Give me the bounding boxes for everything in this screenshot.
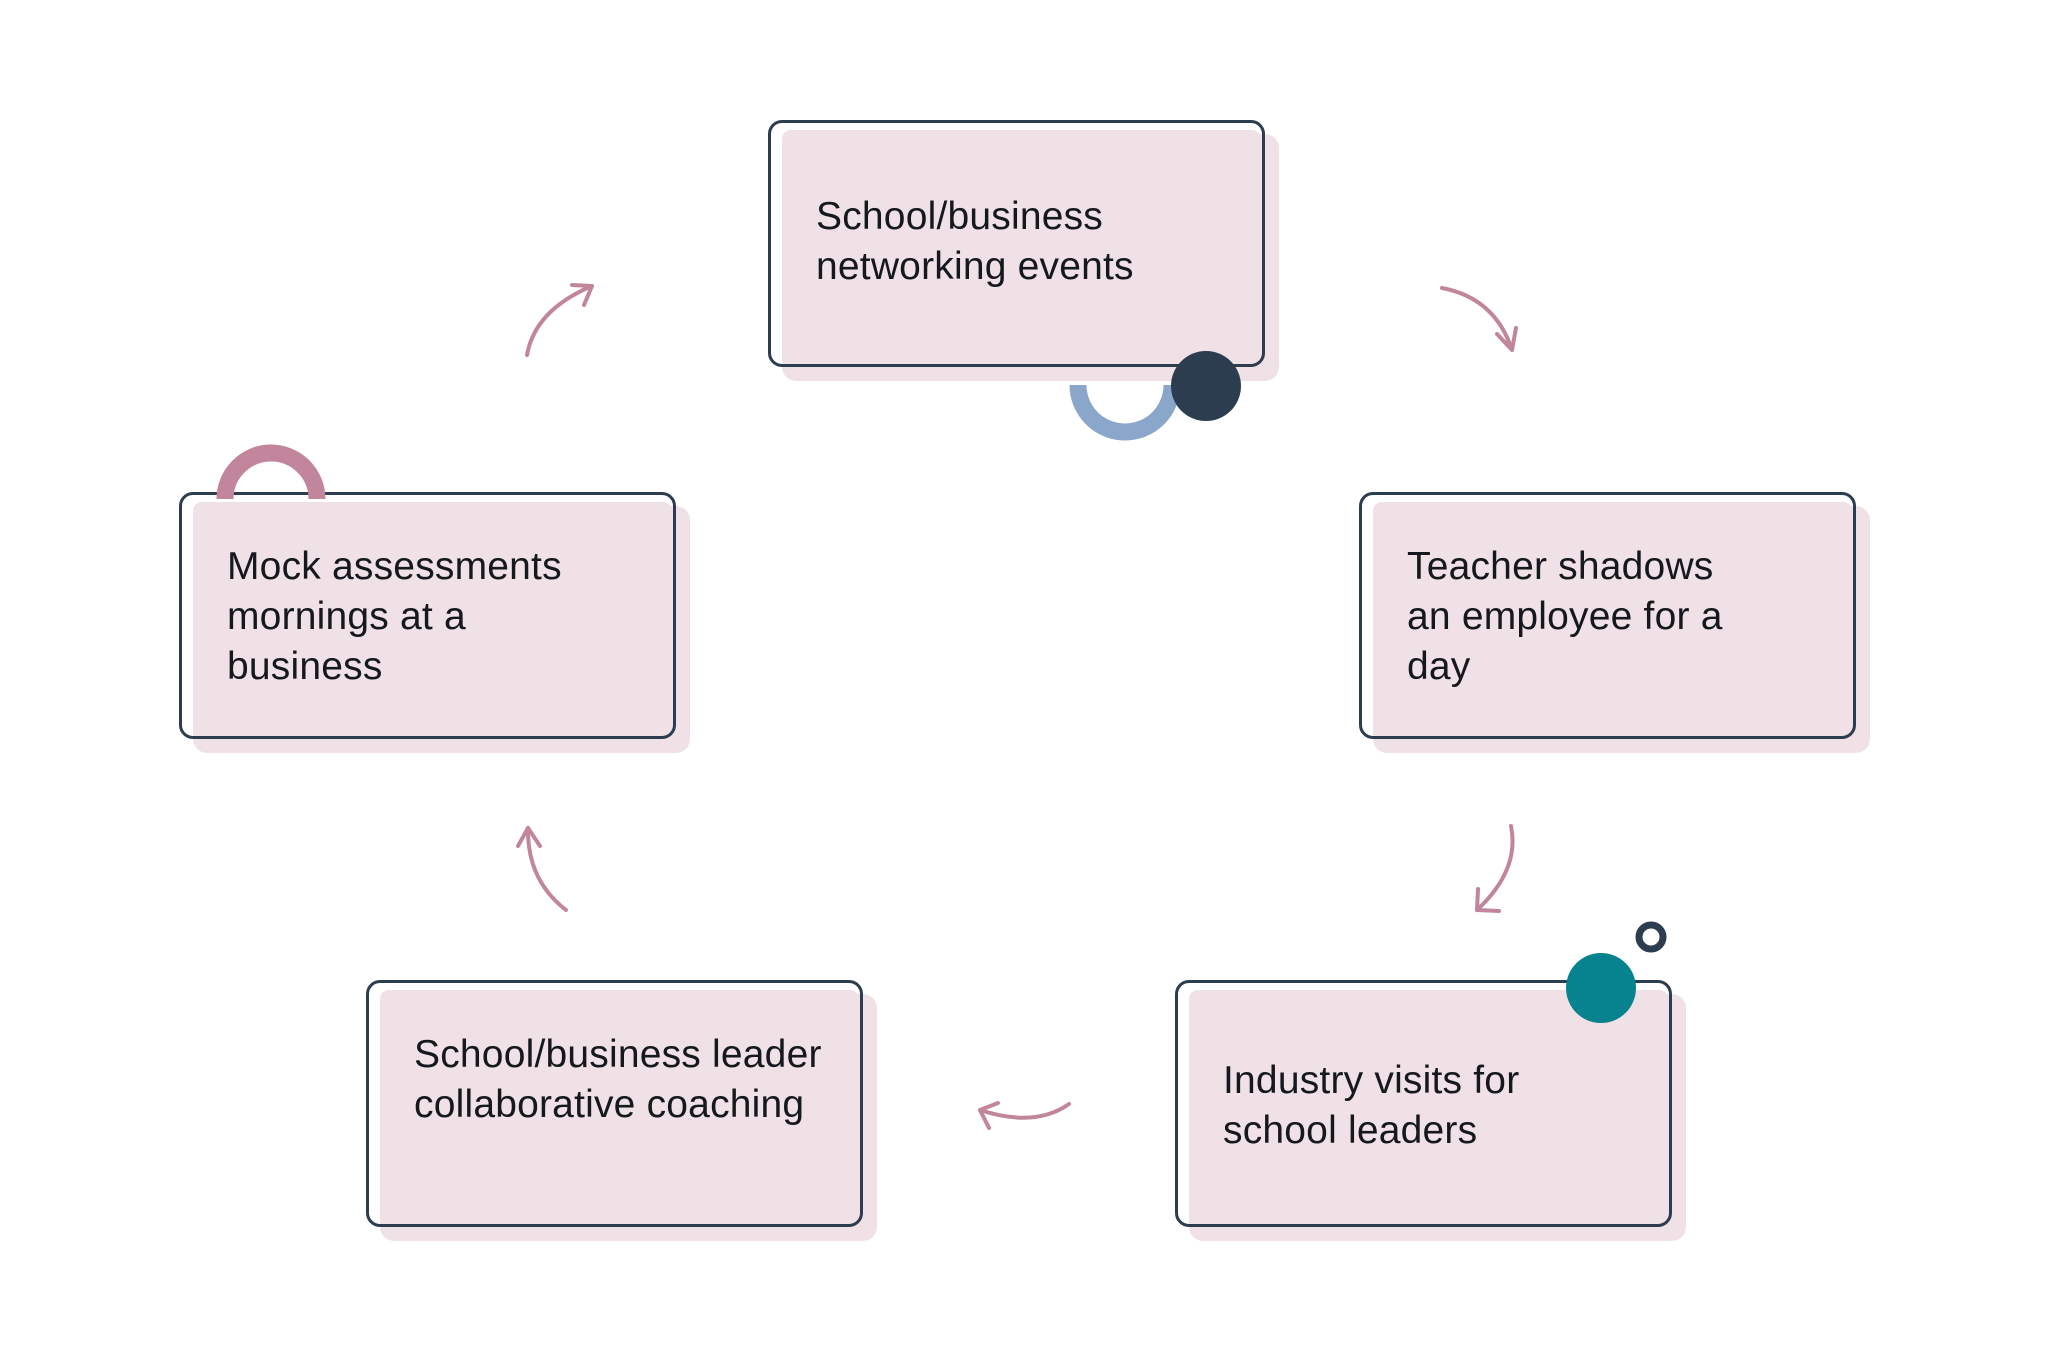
node-mock-assessments: Mock assessments mornings at a business (179, 492, 690, 753)
node-fill (782, 130, 1261, 363)
node-label: Mock assessments mornings at a business (227, 545, 562, 688)
node-frame (179, 492, 676, 739)
node-frame (1175, 980, 1672, 1227)
node-fill (1189, 990, 1668, 1223)
node-frame (1359, 492, 1856, 739)
flow-arrow (1440, 286, 1514, 352)
arrow-head (516, 826, 542, 848)
arrow-head (1475, 887, 1501, 913)
flow-arrow (525, 284, 594, 357)
node-frame (366, 980, 863, 1227)
node-teacher-shadows: Teacher shadows an employee for a day (1359, 492, 1870, 753)
blue-ring-decoration (1069, 384, 1181, 441)
node-networking-events: School/business networking events (768, 120, 1279, 381)
node-label: Industry visits for school leaders (1223, 1059, 1520, 1152)
node-fill (1373, 502, 1852, 735)
flow-arrow (1475, 824, 1515, 912)
node-label: School/business leader collaborative coa… (414, 1033, 822, 1126)
flow-arrow (978, 1102, 1071, 1120)
node-label: Teacher shadows an employee for a day (1407, 545, 1723, 688)
node-frame (768, 120, 1265, 367)
arrow-head (1495, 326, 1518, 352)
node-collaborative-coaching: School/business leader collaborative coa… (366, 980, 877, 1241)
node-label: School/business networking events (816, 195, 1134, 288)
flow-arrow (525, 826, 568, 912)
arrow-head (570, 283, 594, 307)
node-fill (193, 502, 672, 735)
node-fill (380, 990, 859, 1223)
small-ring-decoration (1635, 921, 1667, 953)
arrow-head (978, 1101, 1000, 1130)
node-industry-visits: Industry visits for school leaders (1175, 980, 1686, 1241)
